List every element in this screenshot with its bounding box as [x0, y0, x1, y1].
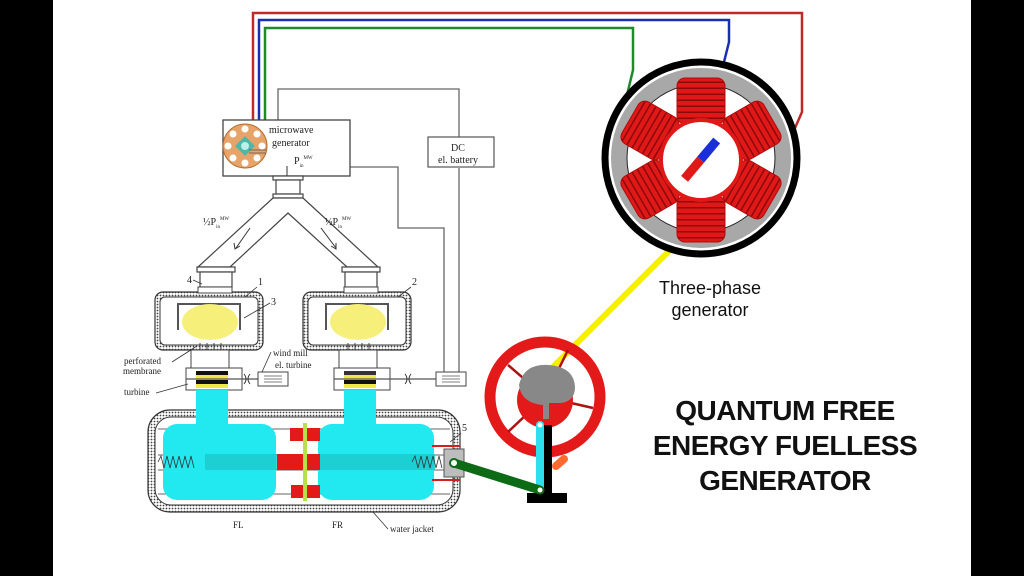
waveguide-splitter	[196, 175, 381, 288]
battery-label-1: DC	[451, 143, 465, 154]
center-piston	[277, 423, 320, 501]
diagram-title: QUANTUM FREE ENERGY FUELLESS GENERATOR	[630, 393, 940, 498]
chamber-right	[302, 286, 412, 369]
battery-label-2: el. battery	[438, 155, 478, 166]
microwave-label-1: microwave	[269, 125, 314, 136]
windmill-turbine-right	[435, 371, 467, 387]
turbine-right	[333, 367, 440, 391]
label-perforated: perforated	[124, 356, 161, 366]
label-fl: FL	[233, 520, 244, 530]
crank-arm	[552, 455, 568, 470]
spring-right	[411, 454, 443, 469]
fluid-right	[318, 390, 434, 500]
connecting-rod-green	[449, 458, 545, 495]
label-turbine: turbine	[124, 387, 150, 397]
fluid-left	[163, 390, 276, 500]
label-4: 4	[187, 275, 192, 286]
stator-coil	[676, 195, 726, 243]
wire-battery	[277, 88, 460, 375]
half-power-left: ½PinMW	[203, 217, 229, 230]
wire-green	[263, 26, 635, 120]
dc-battery	[427, 136, 495, 168]
rotor-south-label: S	[710, 169, 720, 179]
rotor-north-label: N	[687, 141, 697, 152]
three-phase-generator	[601, 58, 801, 258]
generator-label: Three-phase generator	[630, 277, 790, 321]
label-2: 2	[412, 277, 417, 288]
label-fr: FR	[332, 520, 343, 530]
stator-coil	[676, 77, 726, 125]
label-3: 3	[271, 297, 276, 308]
title-line-2: ENERGY FUELLESS	[652, 430, 918, 461]
label-water-jacket: water jacket	[390, 524, 434, 534]
windmill-turbine-left	[243, 371, 289, 387]
plasma-right	[330, 304, 386, 340]
microwave-label-2: generator	[272, 138, 310, 149]
title-line-3: GENERATOR	[699, 465, 871, 496]
plasma-left	[182, 304, 238, 340]
label-5: 5	[462, 423, 467, 434]
label-windmill-2: el. turbine	[275, 360, 312, 370]
label-membrane: membrane	[123, 366, 161, 376]
wire-red	[251, 11, 804, 129]
chamber-left	[154, 286, 264, 369]
label-windmill-1: wind mill	[273, 348, 308, 358]
microwave-generator	[222, 119, 351, 177]
power-in-label: PinMW	[294, 156, 313, 169]
turbine-left	[185, 367, 262, 391]
half-power-right: ½PinMW	[325, 217, 351, 230]
generator-label-line-1: Three-phase	[658, 278, 762, 298]
title-line-1: QUANTUM FREE	[675, 395, 895, 426]
spring-left	[157, 454, 195, 469]
rotor-magnet	[681, 137, 721, 182]
generator-label-line-2: generator	[671, 300, 749, 320]
magnetron-icon	[222, 123, 268, 169]
label-1: 1	[258, 277, 263, 288]
wire-blue	[257, 18, 731, 120]
